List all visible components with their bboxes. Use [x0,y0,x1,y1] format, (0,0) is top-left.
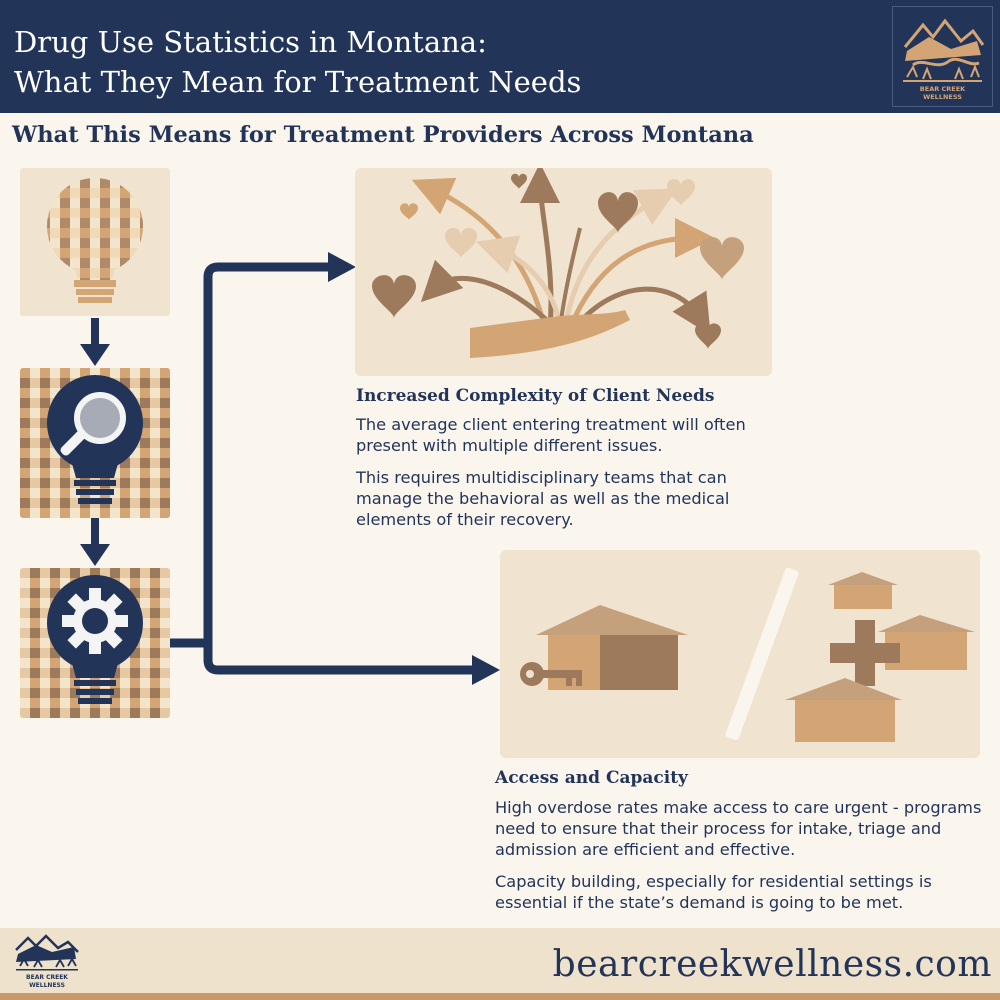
arrow-down-icon [80,318,110,366]
lightbulb-magnifier-icon [20,368,170,518]
title-line-2: What They Mean for Treatment Needs [14,65,582,99]
mountain-logo-icon: BEAR CREEK WELLNESS [15,934,79,989]
arrow-down-icon [80,518,110,566]
website-link[interactable]: bearcreekwellness.com [552,944,992,985]
header-bar: Drug Use Statistics in Montana: What The… [0,0,1000,113]
page-title: Drug Use Statistics in Montana: What The… [14,22,854,102]
footer-accent-line [0,993,1000,1000]
svg-text:WELLNESS: WELLNESS [923,93,962,101]
bear-creek-logo: BEAR CREEK WELLNESS [892,6,993,107]
svg-text:BEAR CREEK: BEAR CREEK [920,85,966,93]
svg-text:BEAR CREEK: BEAR CREEK [26,974,68,981]
houses-key-plus-icon [520,567,975,742]
hand-with-hearts-icon [372,168,744,358]
complexity-title: Increased Complexity of Client Needs [356,386,715,406]
section-heading: What This Means for Treatment Providers … [12,122,754,148]
bear-creek-logo: BEAR CREEK WELLNESS [10,932,84,992]
flow-connector-arrows [170,252,500,685]
access-title: Access and Capacity [495,768,688,788]
complexity-illustration [355,168,772,376]
mountain-logo-icon: BEAR CREEK WELLNESS [903,18,985,101]
access-paragraph-1: High overdose rates make access to care … [495,798,982,859]
lightbulb-gear-icon [20,568,170,718]
complexity-paragraph-2: This requires multidisciplinary teams th… [356,468,730,529]
access-illustration [500,550,980,758]
title-line-1: Drug Use Statistics in Montana: [14,25,487,59]
footer-bar [0,928,1000,1000]
access-paragraph-2: Capacity building, especially for reside… [495,872,932,912]
lightbulb-idea-icon [20,168,170,316]
svg-text:WELLNESS: WELLNESS [29,982,65,989]
complexity-paragraph-1: The average client entering treatment wi… [356,415,746,455]
